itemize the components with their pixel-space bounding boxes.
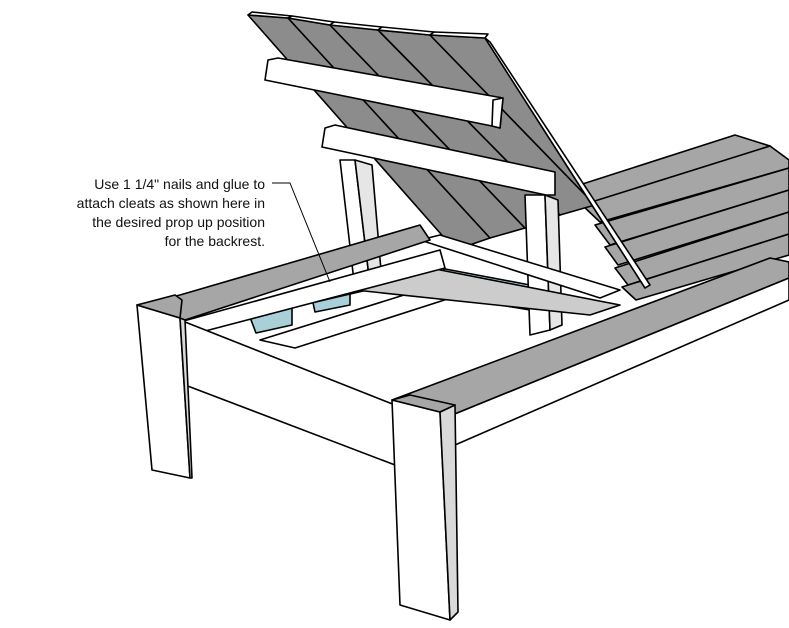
annotation-line-1: Use 1 1/4" nails and glue to xyxy=(94,176,265,192)
annotation-text: Use 1 1/4" nails and glue to attach clea… xyxy=(20,175,265,251)
seat-slats xyxy=(569,134,789,301)
leg-back-left xyxy=(136,294,193,479)
annotation-line-4: for the backrest. xyxy=(164,233,265,249)
annotation-line-3: the desired prop up position xyxy=(92,214,265,230)
leader-line xyxy=(272,182,331,283)
leg-front xyxy=(391,394,459,621)
backrest xyxy=(247,11,651,289)
annotation-line-2: attach cleats as shown here in xyxy=(76,195,265,211)
